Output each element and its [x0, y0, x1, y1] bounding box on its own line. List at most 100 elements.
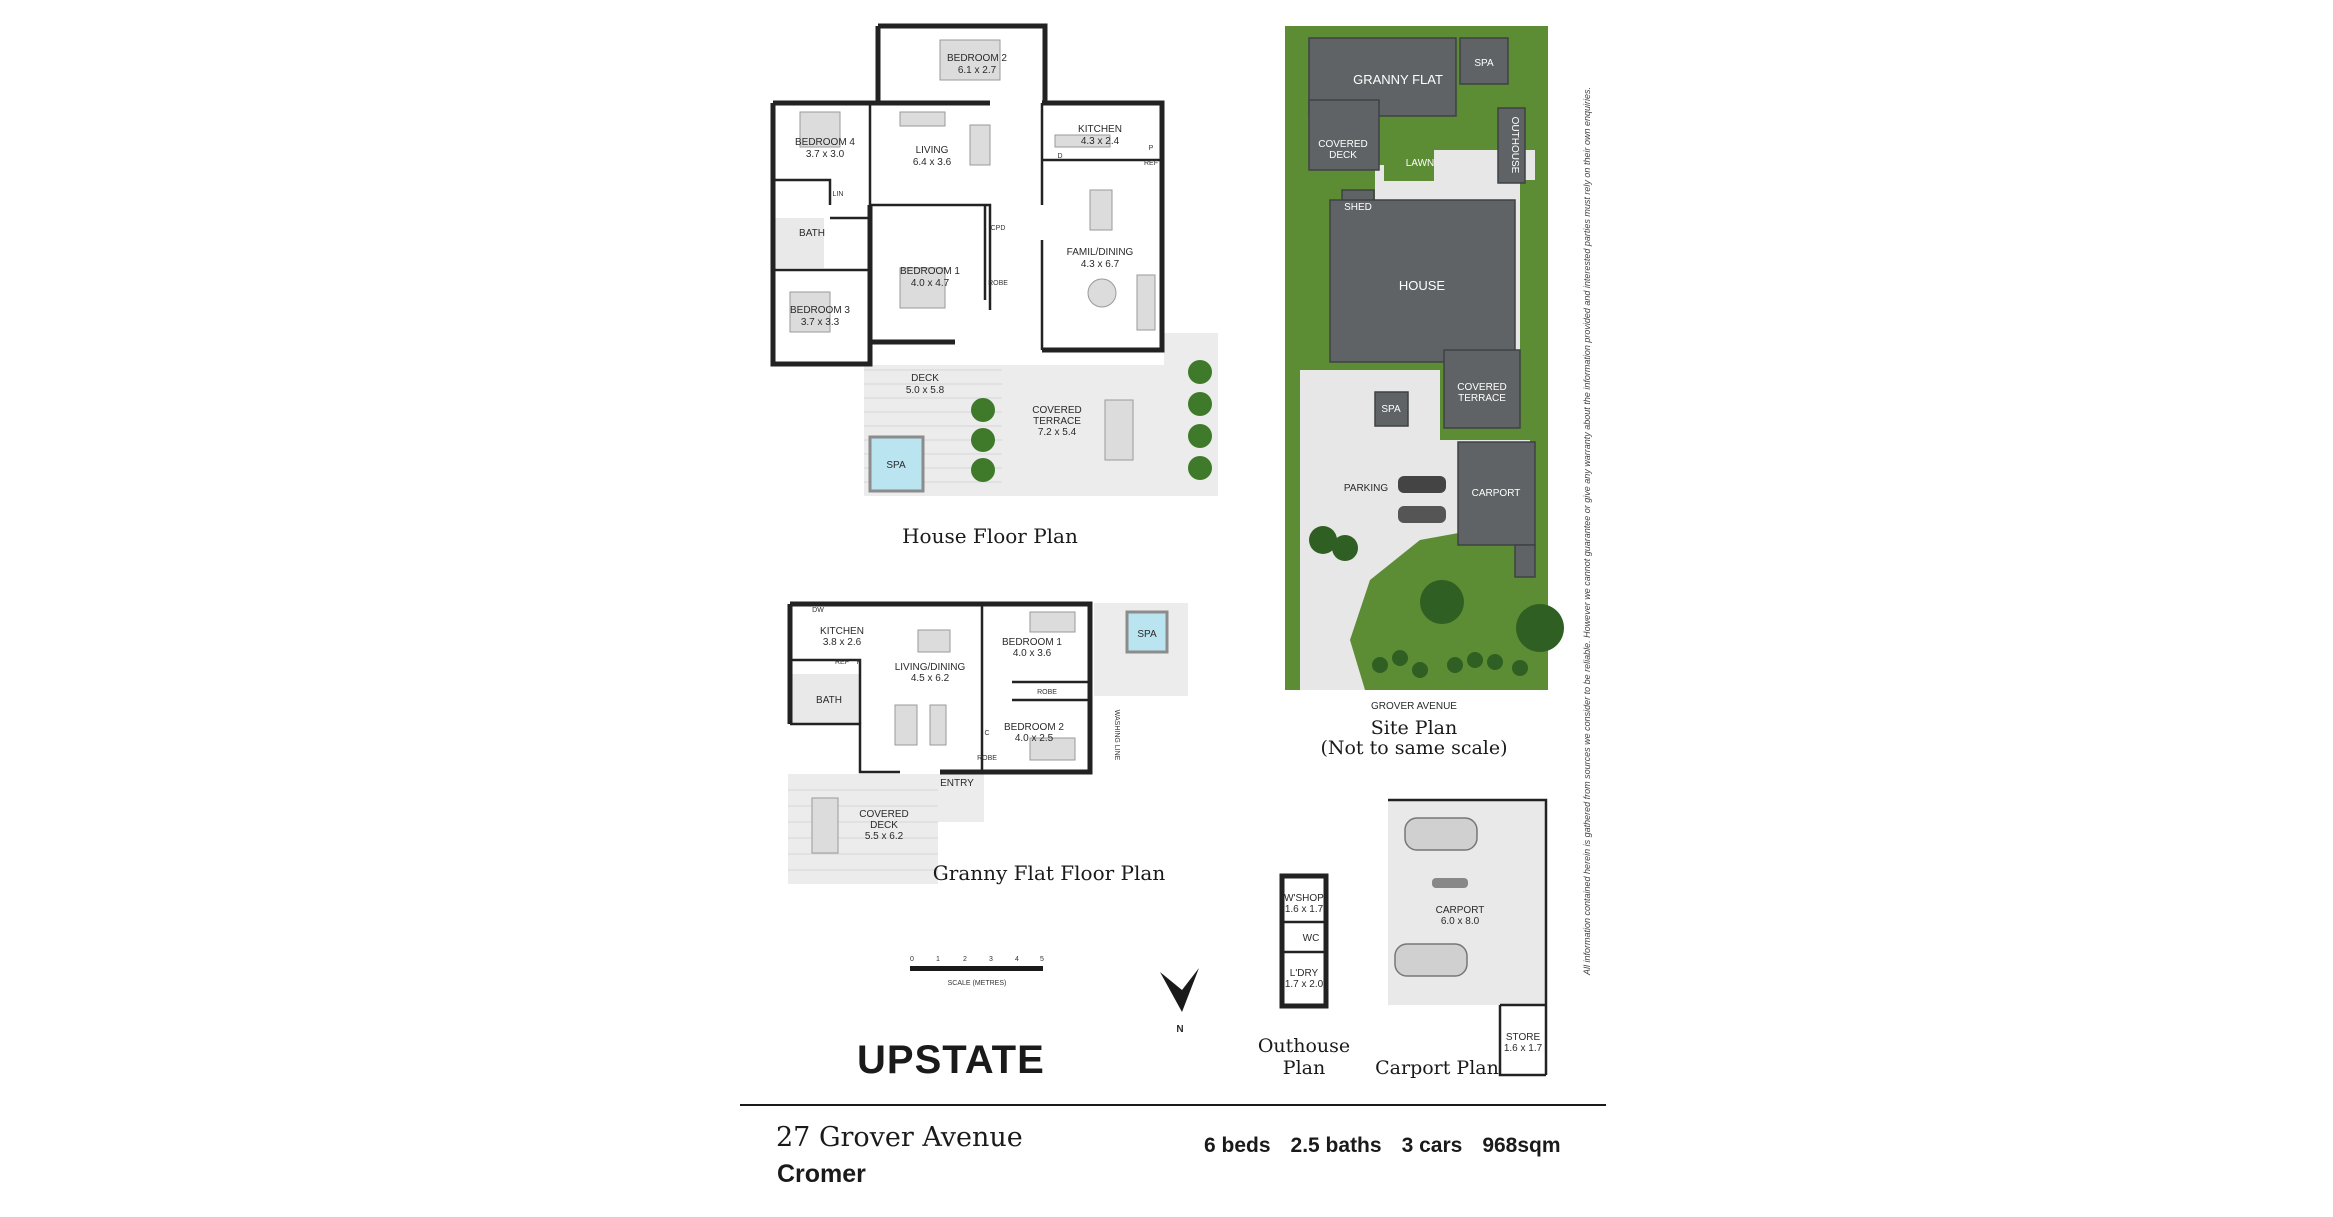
granny-room-deck: DECK: [870, 820, 898, 831]
site-covered-terrace-2: TERRACE: [1458, 393, 1506, 404]
granny-flat-floor-plan: KITCHEN 3.8 x 2.6 LIVING/DINING 4.5 x 6.…: [787, 601, 1188, 885]
outhouse-caption: Outhouse: [1258, 1035, 1350, 1057]
north-arrow-icon: N: [1160, 968, 1199, 1035]
house-floor-plan: BEDROOM 2 6.1 x 2.7 BEDROOM 4 3.7 x 3.0 …: [770, 23, 1218, 548]
outhouse-laundry-dims: 1.7 x 2.0: [1285, 979, 1324, 990]
granny-room-bedroom-1: BEDROOM 1: [1002, 637, 1062, 648]
scale-tick-1: 1: [936, 956, 940, 963]
granny-room-kitchen: KITCHEN: [820, 626, 864, 637]
site-carport-roof: [1457, 441, 1536, 546]
granny-label-p: P: [857, 659, 862, 666]
room-kitchen: KITCHEN: [1078, 124, 1122, 135]
property-suburb: Cromer: [777, 1160, 866, 1188]
stat-cars: 3 cars: [1401, 1134, 1463, 1157]
granny-room-bath: BATH: [816, 695, 842, 706]
room-bedroom-4: BEDROOM 4: [795, 137, 855, 148]
granny-room-living-dining: LIVING/DINING: [895, 662, 966, 673]
property-address: 27 Grover Avenue: [776, 1122, 1023, 1153]
site-house: HOUSE: [1399, 278, 1446, 293]
room-deck-dims: 5.0 x 5.8: [906, 385, 945, 396]
house-plan-caption: House Floor Plan: [902, 524, 1078, 548]
site-covered-deck-2: DECK: [1329, 150, 1357, 161]
room-bedroom-3-dims: 3.7 x 3.3: [801, 317, 840, 328]
stat-area: 968sqm: [1482, 1134, 1561, 1157]
outhouse-caption-2: Plan: [1283, 1057, 1325, 1079]
site-parking: PARKING: [1344, 483, 1388, 494]
site-shed: SHED: [1344, 202, 1372, 213]
outhouse-wc: WC: [1303, 933, 1320, 944]
granny-label-washing-line: WASHING LINE: [1113, 710, 1120, 761]
room-deck: DECK: [911, 373, 939, 384]
room-bath: BATH: [799, 228, 825, 239]
label-p: P: [1149, 145, 1154, 152]
carport-label: CARPORT: [1436, 905, 1485, 916]
outhouse-laundry: L'DRY: [1290, 968, 1319, 979]
site-plan-caption-2: (Not to same scale): [1320, 737, 1507, 759]
granny-label-dw: DW: [812, 607, 824, 614]
granny-room-spa: SPA: [1137, 629, 1157, 640]
site-lawn: LAWN: [1406, 158, 1435, 169]
site-plan-caption: Site Plan: [1371, 717, 1457, 739]
north-label: N: [1176, 1024, 1183, 1035]
site-house-roof: [1329, 199, 1516, 363]
bath-floor: [774, 218, 824, 268]
room-terrace-dims: 7.2 x 5.4: [1038, 427, 1077, 438]
room-bedroom-3: BEDROOM 3: [790, 305, 850, 316]
room-bedroom-4-dims: 3.7 x 3.0: [806, 149, 845, 160]
room-family-dining: FAMIL/DINING: [1067, 247, 1134, 258]
granny-room-kitchen-dims: 3.8 x 2.6: [823, 637, 862, 648]
label-d: D: [1057, 153, 1062, 160]
label-cpd: CPD: [991, 225, 1006, 232]
carport-car-1: [1404, 817, 1478, 851]
site-street: GROVER AVENUE: [1371, 701, 1457, 712]
room-terrace: TERRACE: [1033, 416, 1081, 427]
label-ref: REF: [1144, 160, 1158, 167]
store-label: STORE: [1506, 1032, 1541, 1043]
carport-dims: 6.0 x 8.0: [1441, 916, 1480, 927]
room-spa: SPA: [886, 460, 906, 471]
granny-room-covered: COVERED: [859, 809, 908, 820]
site-granny-flat: GRANNY FLAT: [1353, 72, 1443, 87]
scale-tick-4: 4: [1015, 956, 1019, 963]
outhouse-workshop-dims: 1.6 x 1.7: [1285, 904, 1324, 915]
granny-room-bedroom-1-dims: 4.0 x 3.6: [1013, 648, 1052, 659]
site-spa-mid: SPA: [1381, 404, 1401, 415]
granny-room-living-dining-dims: 4.5 x 6.2: [911, 673, 950, 684]
granny-label-c: C: [984, 730, 989, 737]
scale-bar: 0 1 2 3 4 5 SCALE (METRES): [910, 956, 1044, 987]
scale-label: SCALE (METRES): [948, 980, 1007, 987]
house-spa: [868, 435, 925, 493]
outhouse-workshop: W'SHOP: [1284, 893, 1324, 904]
granny-room-bedroom-2: BEDROOM 2: [1004, 722, 1064, 733]
site-outhouse: OUTHOUSE: [1509, 117, 1520, 174]
granny-room-entry: ENTRY: [940, 778, 974, 789]
room-covered: COVERED: [1032, 405, 1081, 416]
scale-tick-3: 3: [989, 956, 993, 963]
room-living-dims: 6.4 x 3.6: [913, 157, 952, 168]
stat-baths: 2.5 baths: [1290, 1134, 1382, 1157]
scale-tick-0: 0: [910, 956, 914, 963]
brand-logo: UPSTATE: [857, 1038, 1045, 1082]
footer-divider: [740, 1104, 1606, 1106]
room-bedroom-1-dims: 4.0 x 4.7: [911, 278, 950, 289]
site-covered-deck-1: COVERED: [1318, 139, 1367, 150]
carport-car-2: [1394, 943, 1468, 977]
room-bedroom-2: BEDROOM 2: [947, 53, 1007, 64]
site-plan: GRANNY FLAT SPA COVERED DECK LAWN OUTHOU…: [1285, 26, 1564, 759]
label-lin: LIN: [833, 191, 844, 198]
scale-tick-5: 5: [1040, 956, 1044, 963]
outhouse-plan: W'SHOP 1.6 x 1.7 WC L'DRY 1.7 x 2.0 Outh…: [1258, 873, 1350, 1079]
room-living: LIVING: [916, 145, 949, 156]
granny-plan-caption: Granny Flat Floor Plan: [933, 861, 1166, 885]
carport-motorbike: [1432, 878, 1468, 888]
site-spa-top: SPA: [1474, 58, 1494, 69]
site-carport: CARPORT: [1472, 488, 1521, 499]
granny-label-ref: REF: [835, 659, 849, 666]
disclaimer-text: All information contained herein is gath…: [1582, 87, 1592, 976]
granny-room-deck-dims: 5.5 x 6.2: [865, 831, 904, 842]
granny-room-bedroom-2-dims: 4.0 x 2.5: [1015, 733, 1054, 744]
room-bedroom-1: BEDROOM 1: [900, 266, 960, 277]
scale-tick-2: 2: [963, 956, 967, 963]
